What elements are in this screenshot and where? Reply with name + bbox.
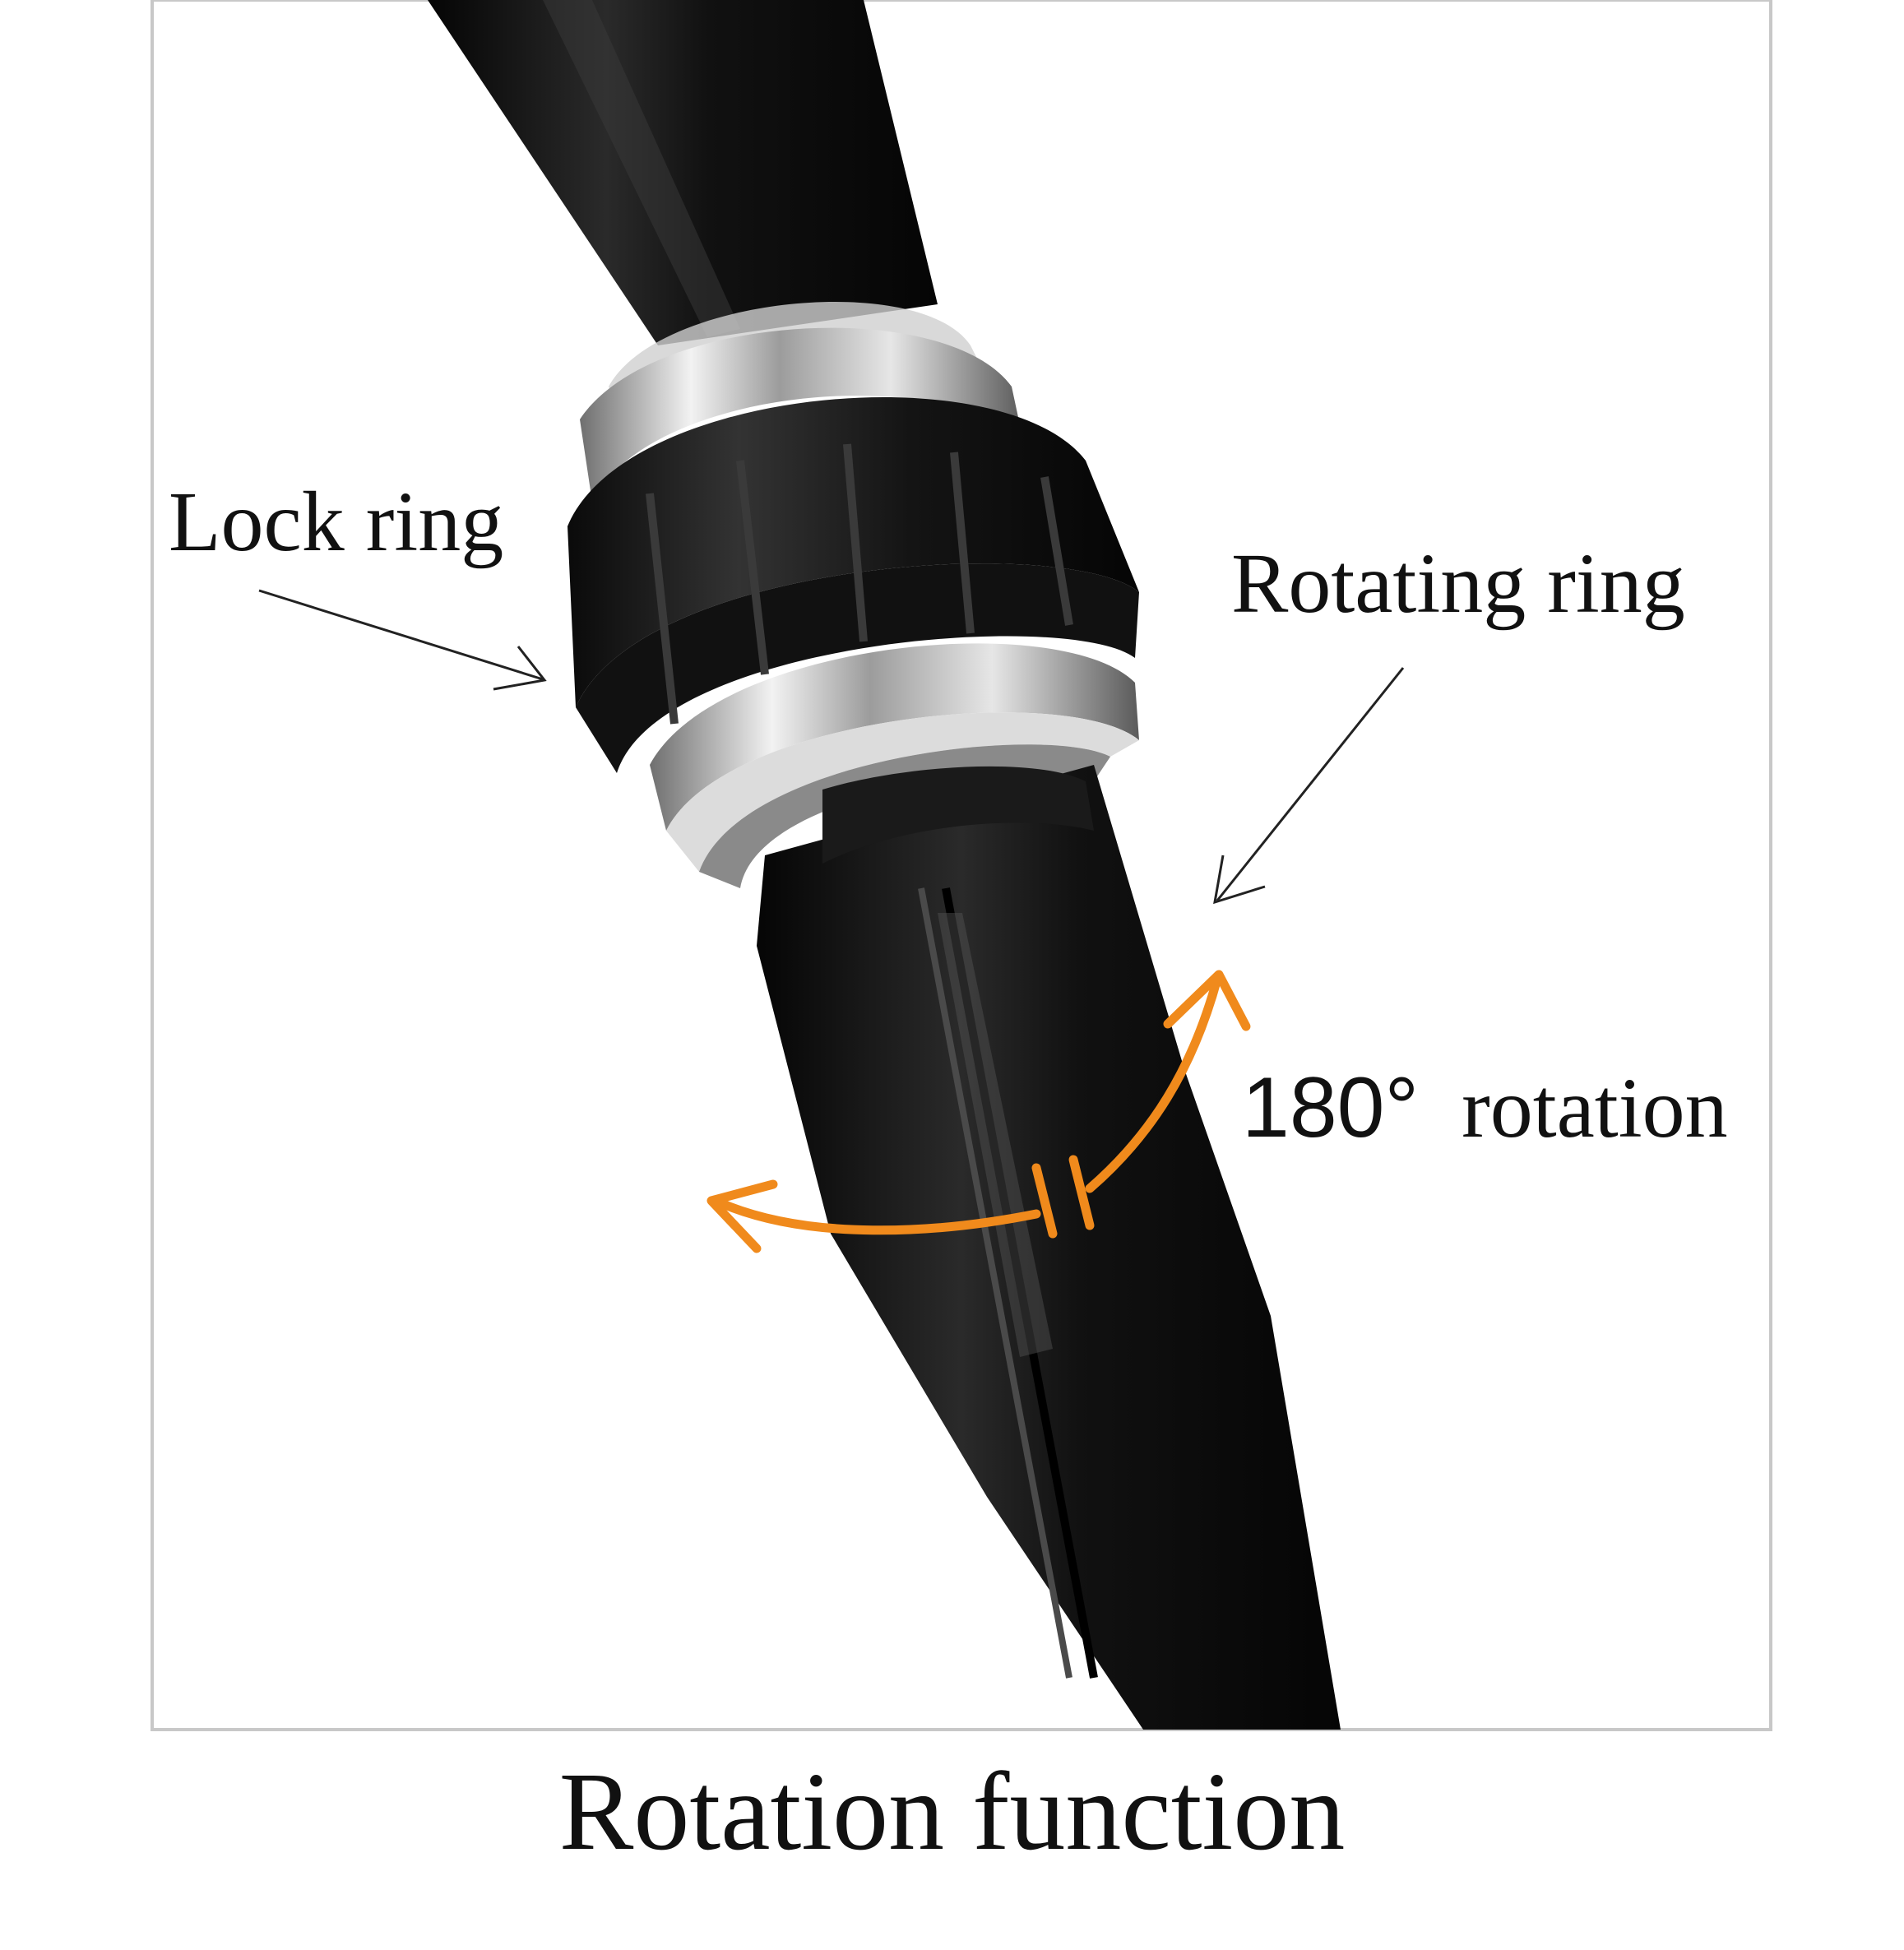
instrument-upper-shaft: [428, 0, 938, 345]
instrument-lower-shaft: [757, 765, 1341, 1730]
lock-ring-pointer-arrow-icon: [258, 589, 547, 691]
rotating-ring-pointer-arrow-icon: [1213, 667, 1405, 905]
rotation-word: rotation: [1462, 1061, 1728, 1156]
upper-steel-band: [580, 327, 1024, 502]
rotation-angle-label: 180° rotation: [1242, 1065, 1728, 1151]
rotation-degrees: 180°: [1242, 1060, 1420, 1156]
lock-ring: [567, 397, 1139, 773]
rotation-indicator-curved-double-arrow-icon: [706, 970, 1251, 1253]
rotating-ring-label: Rotating ring: [1231, 536, 1685, 631]
figure-caption: Rotation function: [558, 1750, 1346, 1874]
lock-ring-label: Lock ring: [169, 475, 504, 569]
